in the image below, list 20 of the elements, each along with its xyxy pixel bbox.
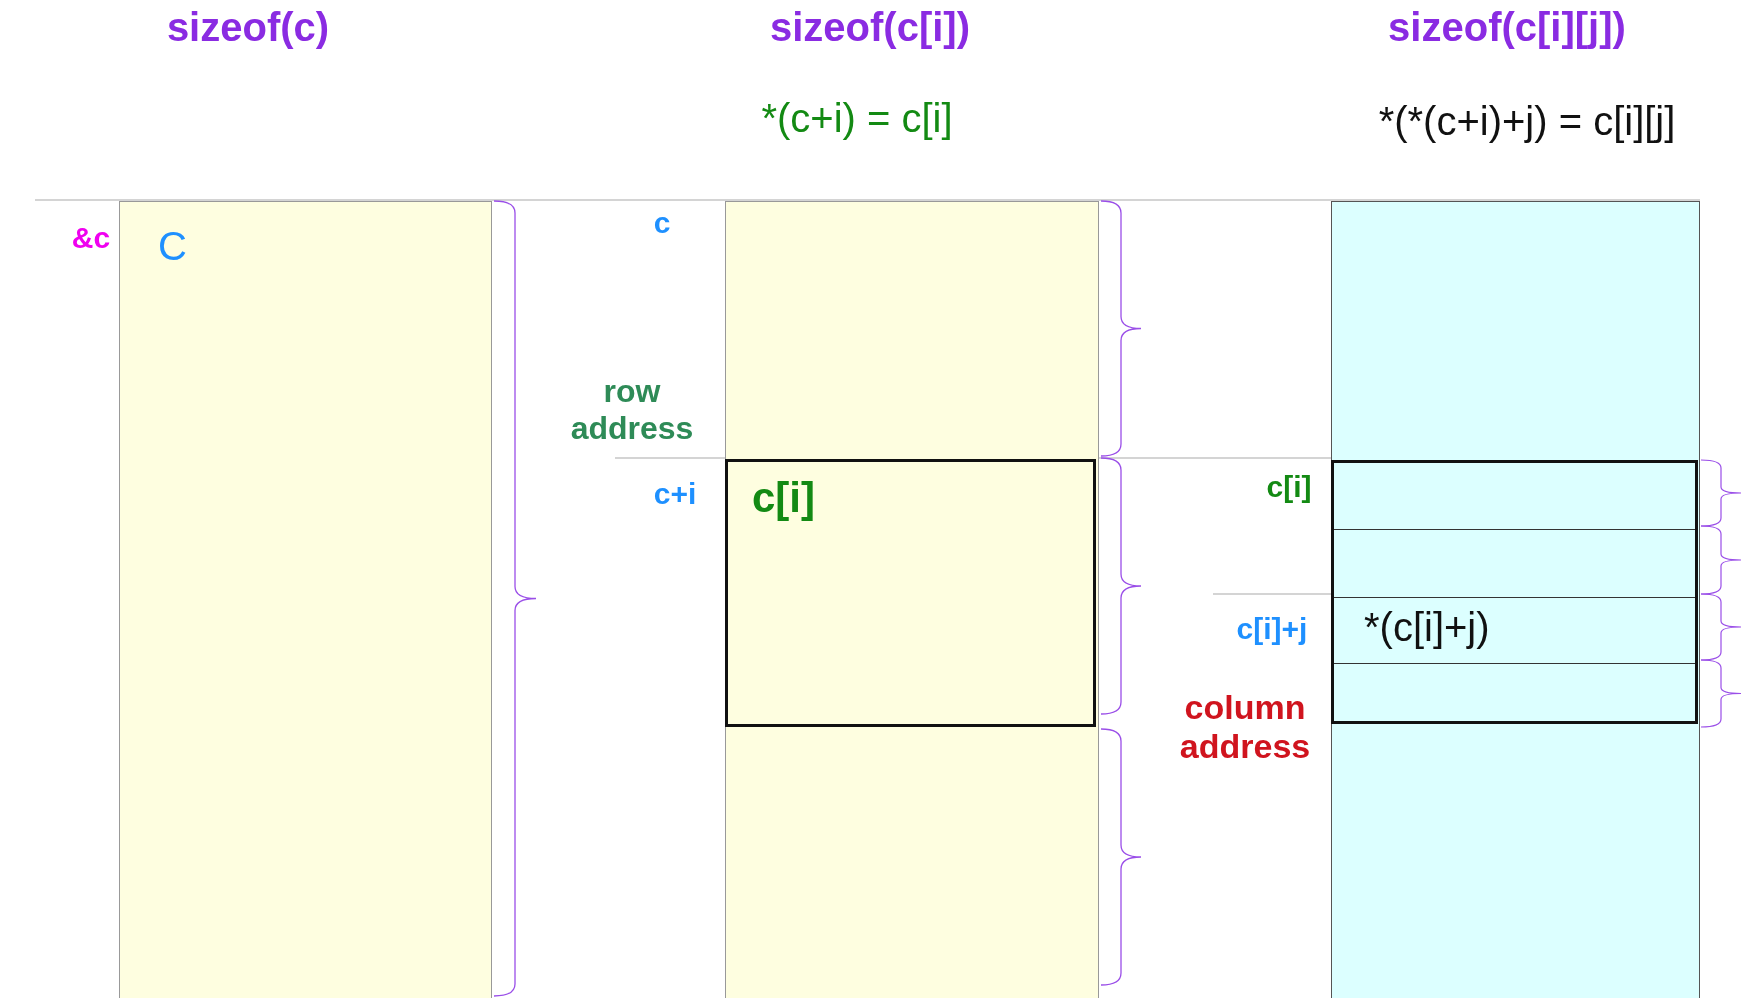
row-block [1331, 460, 1698, 724]
memory-block [725, 201, 1099, 998]
address-label: c+i [653, 476, 697, 512]
address-label: c[i] [1266, 469, 1312, 505]
pointer-expression: *(c[i]+j) [1364, 605, 1490, 650]
variable-name: C [158, 224, 187, 269]
size-expression: sizeof(c[i][j]) [1388, 4, 1626, 50]
address-label: c[i]+j [1236, 611, 1308, 647]
annotation: column address [1178, 687, 1312, 767]
equation: *(*(c+i)+j) = c[i][j] [1378, 98, 1676, 144]
annotation: row address [569, 373, 695, 447]
size-expression: sizeof(c) [166, 4, 330, 50]
variable-name: c[i] [752, 474, 815, 522]
memory-block [119, 201, 492, 998]
address-label: &c [71, 220, 111, 256]
memory-block [1331, 201, 1700, 998]
address-label: c [653, 205, 671, 241]
size-expression: sizeof(c[i]) [770, 4, 970, 50]
row-block [725, 459, 1096, 727]
equation: *(c+i) = c[i] [761, 95, 953, 141]
